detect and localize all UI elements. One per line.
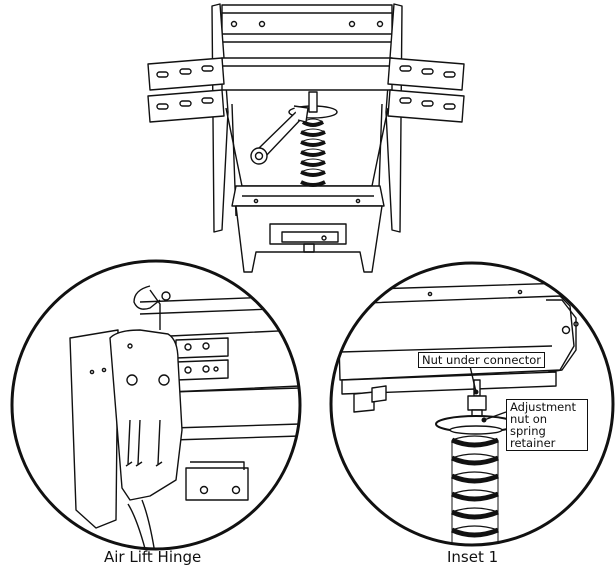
coil-spring-inset bbox=[450, 435, 499, 545]
left-bracket-upper bbox=[147, 57, 225, 91]
top-assembly bbox=[147, 3, 465, 273]
air-lift-hinge-detail bbox=[10, 259, 302, 551]
right-bracket-upper bbox=[387, 57, 465, 91]
caption-air-lift-hinge: Air Lift Hinge bbox=[104, 548, 202, 566]
inset-1-detail bbox=[329, 261, 615, 547]
left-bracket-lower bbox=[147, 89, 225, 123]
wrench bbox=[250, 105, 309, 165]
callout-nut-under-connector: Nut under connector bbox=[418, 352, 545, 368]
caption-inset-1: Inset 1 bbox=[447, 548, 499, 566]
right-bracket-lower bbox=[387, 89, 465, 123]
callout-adjustment-nut: Adjustment nut on spring retainer bbox=[506, 399, 588, 451]
